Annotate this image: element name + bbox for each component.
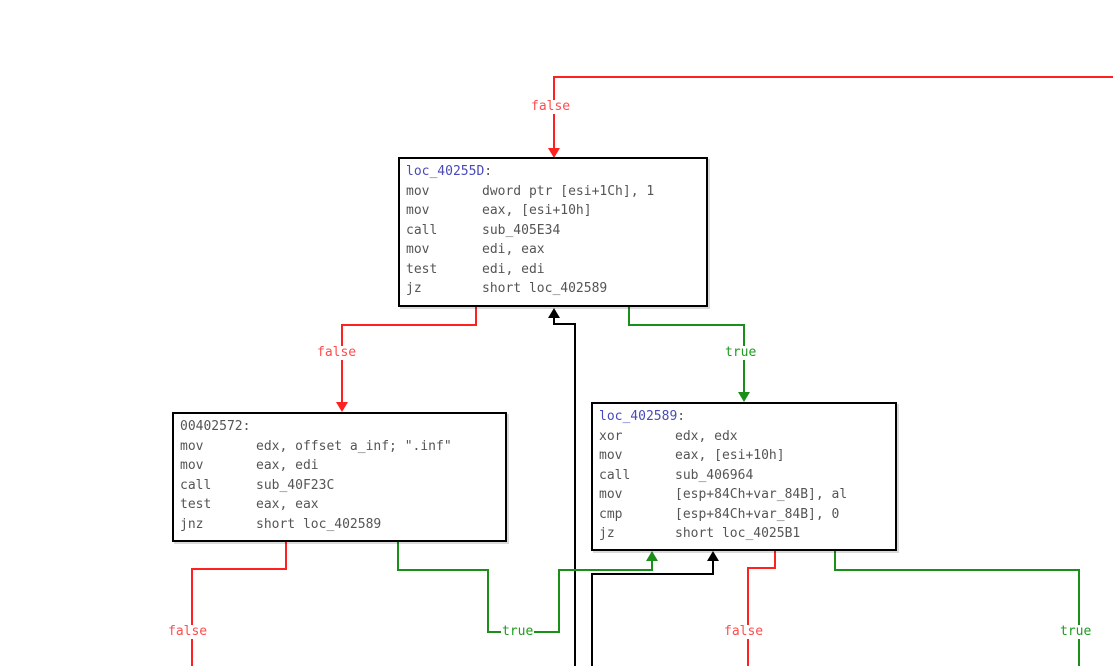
block-label[interactable]: loc_402589: [599, 409, 678, 424]
instruction-row[interactable]: jnz short loc_402589: [180, 515, 500, 535]
block-label[interactable]: 00402572: [180, 419, 243, 434]
operands: short loc_4025B1: [675, 526, 801, 541]
instruction-row[interactable]: mov [esp+84Ch+var_84B], al: [599, 485, 890, 505]
edge-b-true: [397, 542, 653, 633]
operands: [esp+84Ch+var_84B], 0: [675, 506, 840, 522]
code-block-loc-402589[interactable]: loc_402589: xor edx, edx mov eax, [esi+1…: [591, 402, 897, 551]
edge-top-false: [553, 76, 1113, 150]
operands: [esp+84Ch+var_84B], al: [675, 487, 848, 502]
mnemonic: test: [406, 261, 438, 277]
instruction-row[interactable]: cmp [esp+84Ch+var_84B], 0: [599, 505, 890, 525]
operands: edi, eax: [482, 242, 545, 257]
instruction-row[interactable]: test eax, eax: [180, 495, 500, 515]
arrowhead-a-true: [738, 392, 750, 402]
instruction-row[interactable]: mov eax, edi: [180, 456, 500, 476]
operands: short loc_402589: [256, 516, 382, 532]
block-label[interactable]: loc_40255D: [406, 164, 485, 179]
arrowhead-top-false: [548, 148, 560, 158]
operands: eax, edi: [256, 458, 319, 473]
mnemonic: jnz: [180, 516, 204, 532]
edge-label-c-false: false: [723, 624, 765, 639]
edge-label-c-true: true: [1059, 624, 1093, 639]
arrowhead-loop-back-a: [548, 308, 560, 318]
mnemonic: call: [599, 467, 631, 483]
instruction-row[interactable]: call sub_40F23C: [180, 476, 500, 496]
code-block-00402572[interactable]: 00402572: mov edx, offset a_inf; ".inf" …: [172, 412, 507, 542]
operands: eax, [esi+10h]: [482, 203, 592, 218]
instruction-row[interactable]: xor edx, edx: [599, 427, 890, 447]
operands: edi, edi: [482, 261, 545, 277]
mnemonic: mov: [406, 242, 430, 257]
mnemonic: call: [180, 477, 212, 493]
edge-label-b-false: false: [167, 624, 209, 639]
instruction-row[interactable]: test edi, edi: [406, 260, 701, 280]
edge-a-false: [341, 307, 477, 404]
edge-c-true: [834, 551, 1080, 666]
instruction-row[interactable]: mov edx, offset a_inf; ".inf": [180, 437, 500, 457]
instruction-row[interactable]: mov eax, [esi+10h]: [599, 446, 890, 466]
mnemonic: mov: [406, 203, 430, 218]
code-block-loc-40255d[interactable]: loc_40255D: mov dword ptr [esi+1Ch], 1 m…: [398, 157, 708, 307]
operands: sub_405E34: [482, 222, 561, 238]
operands: short loc_402589: [482, 281, 608, 296]
operands: sub_40F23C: [256, 477, 335, 493]
edge-loop-back-a: [553, 316, 576, 666]
mnemonic: mov: [599, 448, 623, 463]
edge-label-a-true: true: [724, 345, 758, 360]
mnemonic: test: [180, 497, 212, 512]
mnemonic: call: [406, 222, 438, 238]
mnemonic: cmp: [599, 506, 623, 522]
operands: eax, eax: [256, 497, 319, 512]
operands: eax, [esi+10h]: [675, 448, 785, 463]
instruction-row[interactable]: jz short loc_4025B1: [599, 524, 890, 544]
edge-label-b-true: true: [501, 624, 535, 639]
operands: dword ptr [esi+1Ch], 1: [482, 183, 655, 199]
mnemonic: xor: [599, 428, 623, 444]
code-block-title[interactable]: 00402572:: [180, 419, 251, 434]
arrowhead-loop-back-b: [707, 551, 719, 561]
mnemonic: mov: [180, 438, 204, 454]
instruction-row[interactable]: mov dword ptr [esi+1Ch], 1: [406, 182, 701, 202]
mnemonic: jz: [599, 526, 615, 541]
instruction-row[interactable]: jz short loc_402589: [406, 279, 701, 299]
mnemonic: mov: [406, 183, 430, 199]
operands: edx, edx: [675, 428, 738, 444]
edge-label-a-false: false: [316, 345, 358, 360]
arrowhead-b-true: [646, 551, 658, 561]
instruction-row[interactable]: mov edi, eax: [406, 240, 701, 260]
operands: sub_406964: [675, 467, 754, 483]
operands: edx, offset a_inf; ".inf": [256, 438, 452, 454]
code-block-title[interactable]: loc_40255D:: [406, 164, 493, 179]
edge-b-false: [191, 542, 287, 666]
edge-c-false: [747, 551, 776, 666]
edge-loop-back-b: [591, 559, 714, 666]
mnemonic: mov: [180, 458, 204, 473]
edge-label-top-false: false: [530, 99, 572, 114]
arrowhead-a-false: [336, 402, 348, 412]
mnemonic: mov: [599, 487, 623, 502]
code-block-title[interactable]: loc_402589:: [599, 409, 686, 424]
instruction-row[interactable]: call sub_406964: [599, 466, 890, 486]
mnemonic: jz: [406, 281, 422, 296]
instruction-row[interactable]: mov eax, [esi+10h]: [406, 201, 701, 221]
instruction-row[interactable]: call sub_405E34: [406, 221, 701, 241]
